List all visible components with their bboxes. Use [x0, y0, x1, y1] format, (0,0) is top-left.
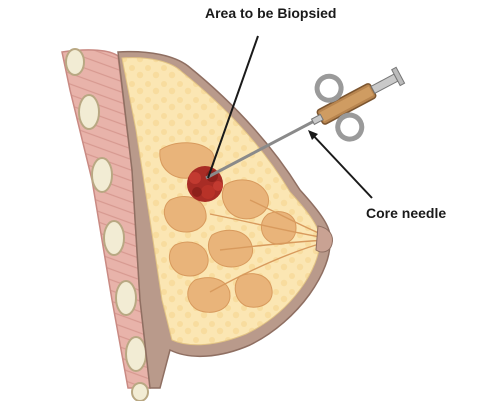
pointer-needle-arrowhead [308, 130, 318, 140]
nipple [315, 225, 333, 253]
syringe-icon [310, 66, 406, 142]
core-needle-label: Core needle [366, 205, 447, 221]
fatty-tissue [121, 57, 321, 346]
pointer-needle [309, 131, 373, 199]
biopsy-area-label: Area to be Biopsied [205, 5, 337, 21]
glandular-tissue [159, 142, 297, 313]
needle-shaft [205, 116, 321, 180]
pointer-area [207, 35, 259, 179]
